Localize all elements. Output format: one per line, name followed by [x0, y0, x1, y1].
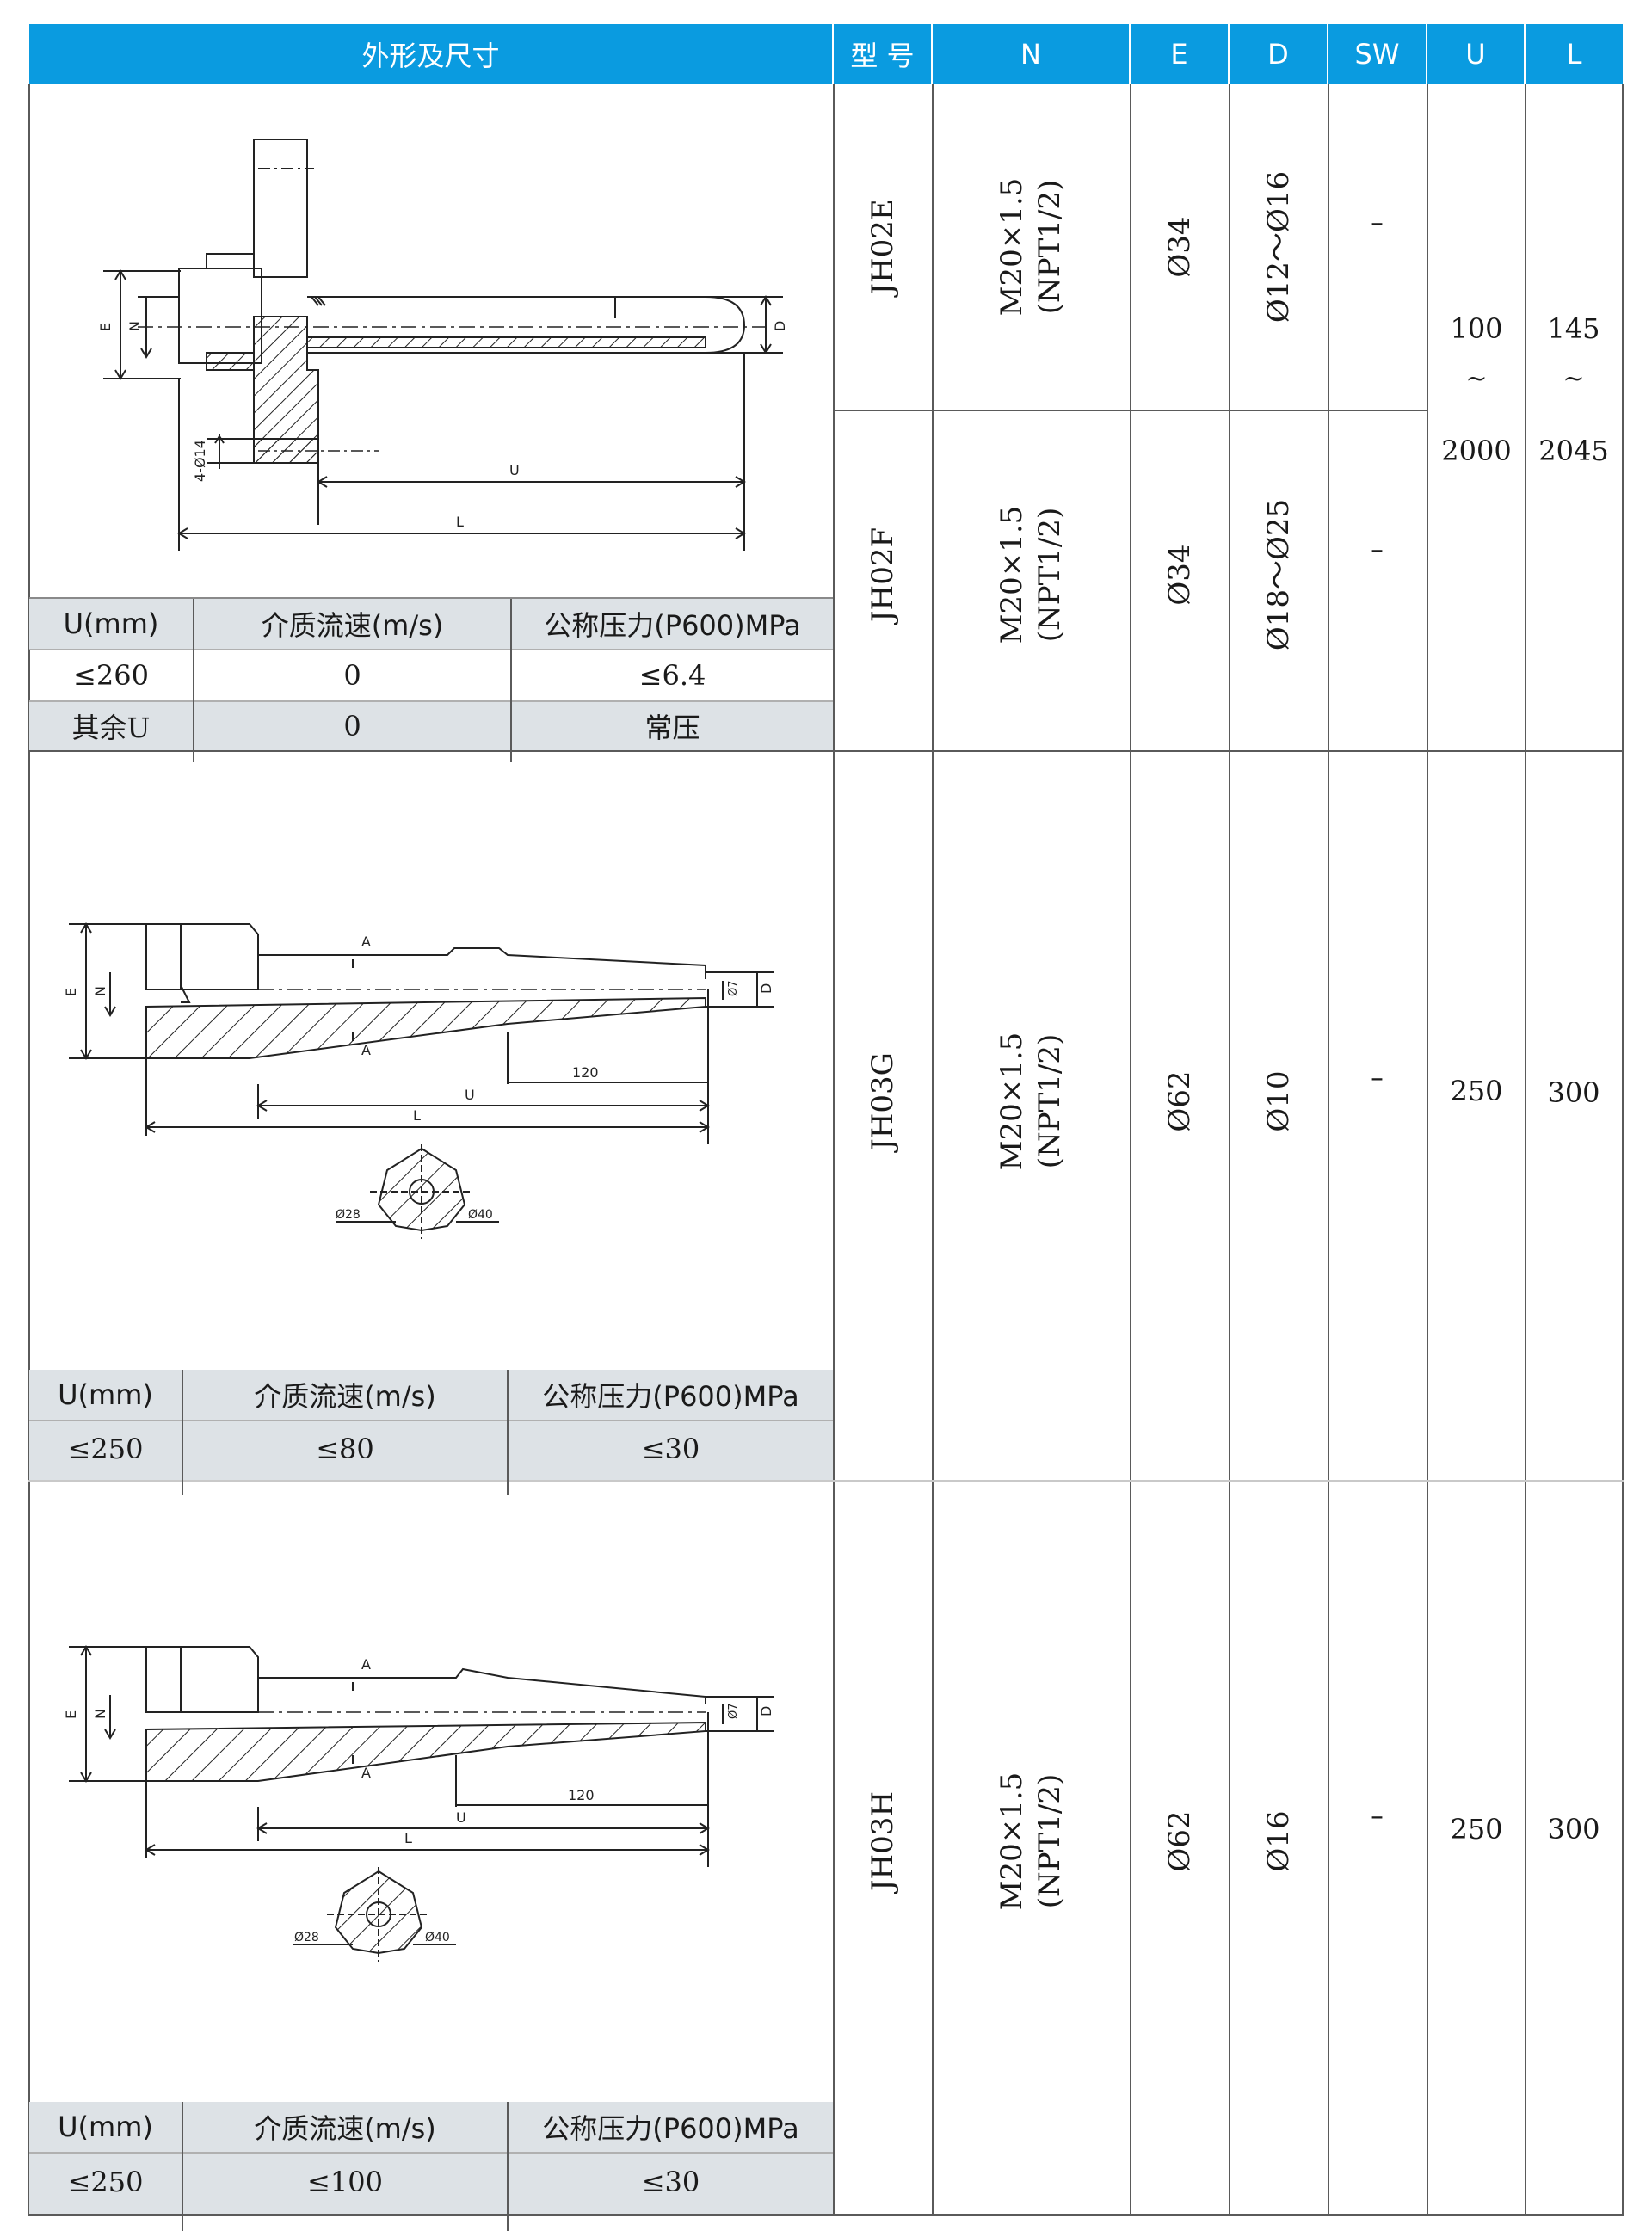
label-dia7: Ø7	[727, 980, 740, 996]
label-e: E	[63, 1710, 79, 1719]
label-120: 120	[572, 1064, 599, 1081]
label-d28: Ø28	[294, 1931, 319, 1944]
thread-jh02f: M20×1.5 (NPT1/2)	[993, 506, 1069, 644]
e-jh03g: Ø62	[1162, 1070, 1197, 1132]
l-range-tilde: ~	[1563, 363, 1585, 394]
sub1-cell: ≤260	[73, 659, 149, 692]
label-a-bottom: A	[361, 1765, 371, 1781]
model-jh03g: JH03G	[866, 1052, 900, 1150]
label-d: D	[758, 1706, 774, 1716]
sub2-header-u: U(mm)	[58, 1378, 153, 1411]
thread-npt: (NPT1/2)	[1032, 1033, 1067, 1169]
sw-jh03h: –	[1370, 1799, 1384, 1832]
thread-jh03g: M20×1.5 (NPT1/2)	[993, 1032, 1069, 1171]
d-jh03g: Ø10	[1261, 1070, 1296, 1132]
label-d28: Ø28	[336, 1208, 361, 1222]
sub1-cell: ≤6.4	[638, 659, 706, 692]
label-d40: Ø40	[468, 1208, 493, 1222]
u-range-tilde: ~	[1465, 363, 1488, 394]
sub3-header-u: U(mm)	[58, 2111, 153, 2143]
label-n: N	[92, 986, 108, 996]
u-range-max: 2000	[1441, 434, 1512, 467]
label-120: 120	[568, 1787, 595, 1803]
label-a-top: A	[361, 934, 371, 950]
label-n: N	[126, 321, 143, 331]
thread-metric: M20×1.5	[995, 177, 1029, 317]
label-d: D	[758, 983, 774, 994]
label-u: U	[465, 1087, 475, 1103]
sub3-header-pressure: 公称压力(P600)MPa	[542, 2112, 799, 2145]
label-dia7: Ø7	[727, 1703, 740, 1719]
sub1-header-u: U(mm)	[63, 607, 159, 640]
label-u: U	[456, 1809, 466, 1826]
d-jh02e: Ø12～Ø16	[1261, 170, 1296, 324]
sw-jh02e: –	[1370, 206, 1384, 238]
label-u: U	[509, 462, 520, 478]
sw-jh03g: –	[1370, 1061, 1384, 1094]
l-jh03g: 300	[1547, 1076, 1600, 1109]
u-range-min: 100	[1450, 312, 1503, 345]
label-l: L	[404, 1830, 412, 1846]
sub3-cell: ≤100	[307, 2166, 383, 2198]
sub2-cell: ≤250	[67, 1433, 144, 1465]
d-jh02f: Ø18～Ø25	[1261, 498, 1296, 651]
thread-jh03h: M20×1.5 (NPT1/2)	[993, 1772, 1069, 1911]
thread-npt: (NPT1/2)	[1032, 507, 1067, 643]
sub2-cell: ≤80	[316, 1433, 374, 1465]
l-jh03h: 300	[1547, 1813, 1600, 1846]
drawing-tapered-thermowell-g: E N D Ø7 A A 120 U L Ø28 Ø40	[63, 922, 774, 1239]
label-n: N	[92, 1709, 108, 1719]
label-holes: 4-Ø14	[192, 440, 208, 482]
header-l: L	[1526, 24, 1623, 84]
header-d: D	[1230, 24, 1328, 84]
header-model: 型 号	[834, 24, 933, 84]
e-jh02e: Ø34	[1162, 216, 1197, 278]
thread-npt: (NPT1/2)	[1032, 179, 1067, 315]
sub1-cell: 常压	[644, 712, 700, 744]
thread-metric: M20×1.5	[995, 505, 1029, 644]
label-d40: Ø40	[425, 1931, 450, 1944]
e-jh03h: Ø62	[1162, 1810, 1197, 1872]
drawing-flanged-thermowell: E N D 4-Ø14 U L	[97, 139, 788, 551]
sub1-cell: 0	[343, 710, 361, 743]
drawing-tapered-thermowell-h: E N D Ø7 A A 120 U L Ø28 Ø40	[63, 1645, 774, 1962]
thread-metric: M20×1.5	[995, 1032, 1029, 1171]
u-jh03g: 250	[1450, 1075, 1503, 1107]
sub3-cell: ≤250	[67, 2166, 144, 2198]
label-l: L	[456, 514, 464, 530]
sub1-cell: 0	[343, 659, 361, 692]
sw-jh02f: –	[1370, 533, 1384, 565]
header-n: N	[933, 24, 1131, 84]
sub2-cell: ≤30	[641, 1433, 700, 1465]
model-jh02e: JH02E	[866, 199, 900, 295]
model-jh03h: JH03H	[866, 1790, 900, 1892]
sub3-cell: ≤30	[641, 2166, 700, 2198]
l-range-max: 2045	[1538, 434, 1609, 467]
thread-metric: M20×1.5	[995, 1772, 1029, 1911]
header-sw: SW	[1328, 24, 1427, 84]
sub1-header-velocity: 介质流速(m/s)	[261, 609, 444, 642]
u-jh03h: 250	[1450, 1813, 1503, 1846]
thread-npt: (NPT1/2)	[1032, 1773, 1067, 1909]
e-jh02f: Ø34	[1162, 544, 1197, 606]
sub2-header-pressure: 公称压力(P600)MPa	[542, 1380, 799, 1413]
l-range-min: 145	[1547, 312, 1600, 345]
label-e: E	[97, 323, 114, 331]
d-jh03h: Ø16	[1261, 1810, 1296, 1872]
label-a-top: A	[361, 1656, 371, 1673]
sub1-header-pressure: 公称压力(P600)MPa	[544, 609, 801, 642]
sub2-header-velocity: 介质流速(m/s)	[254, 1380, 436, 1413]
thread-jh02e: M20×1.5 (NPT1/2)	[993, 178, 1069, 317]
header-e: E	[1131, 24, 1230, 84]
label-e: E	[63, 988, 79, 996]
header-shape: 外形及尺寸	[29, 24, 834, 84]
sub1-cell: 其余U	[71, 712, 151, 744]
sub3-header-velocity: 介质流速(m/s)	[254, 2112, 436, 2145]
label-d: D	[772, 321, 788, 331]
label-l: L	[413, 1107, 421, 1124]
header-u: U	[1427, 24, 1526, 84]
model-jh02f: JH02F	[866, 527, 900, 623]
label-a-bottom: A	[361, 1042, 371, 1058]
